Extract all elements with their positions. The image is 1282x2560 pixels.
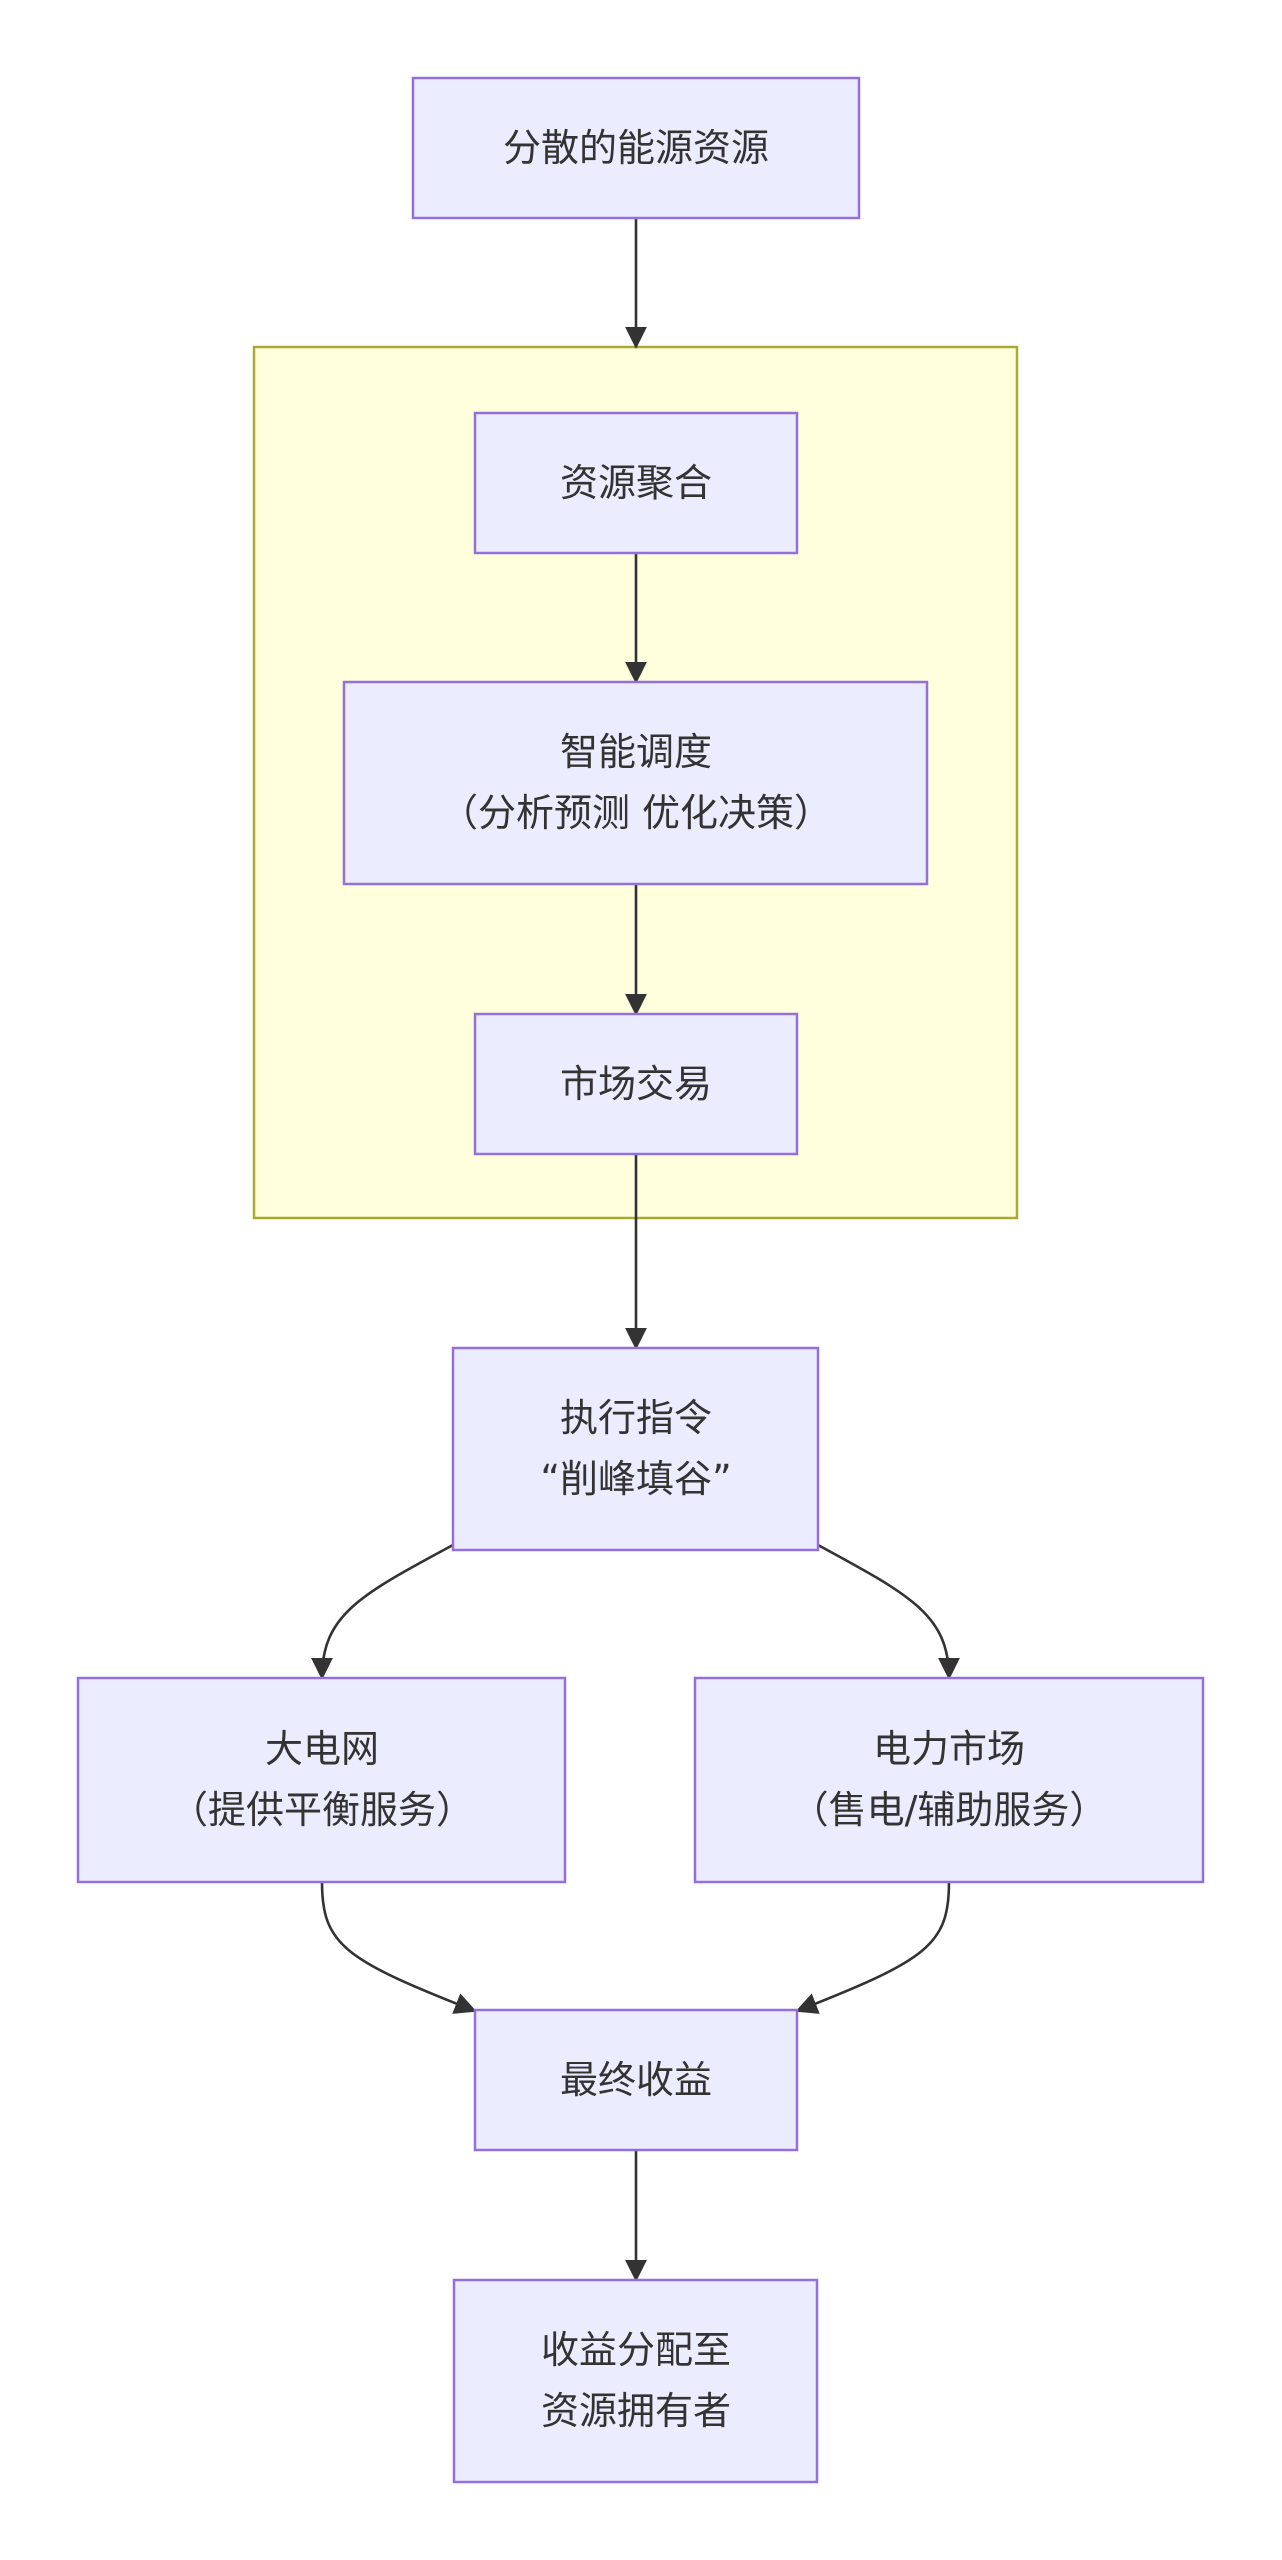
node-execute-command: 执行指令 “削峰填谷” bbox=[451, 1346, 820, 1552]
node-revenue-distribution-label-line2: 资源拥有者 bbox=[541, 2389, 731, 2433]
edge-grid-to-revenue bbox=[320, 1881, 477, 2014]
edge-execute-to-grid bbox=[311, 1543, 454, 1680]
node-revenue-distribution: 收益分配至 资源拥有者 bbox=[452, 2278, 819, 2484]
edge-market-to-revenue bbox=[795, 1881, 951, 2014]
node-smart-dispatch: 智能调度 （分析预测 优化决策） bbox=[342, 680, 929, 886]
node-main-grid: 大电网 （提供平衡服务） bbox=[76, 1676, 567, 1884]
node-market-trading-label: 市场交易 bbox=[560, 1062, 712, 1106]
node-main-grid-label-line1: 大电网 bbox=[265, 1727, 379, 1771]
node-power-market-label-line1: 电力市场 bbox=[873, 1727, 1025, 1771]
node-final-revenue-label: 最终收益 bbox=[560, 2058, 712, 2102]
node-execute-command-label-line1: 执行指令 bbox=[560, 1396, 712, 1440]
node-main-grid-label-line2: （提供平衡服务） bbox=[170, 1788, 474, 1832]
edge-execute-to-market bbox=[817, 1543, 960, 1680]
node-final-revenue: 最终收益 bbox=[473, 2008, 799, 2152]
node-resource-aggregation: 资源聚合 bbox=[473, 411, 799, 555]
node-market-trading: 市场交易 bbox=[473, 1012, 799, 1156]
node-distributed-resources-label: 分散的能源资源 bbox=[503, 126, 769, 170]
node-distributed-resources: 分散的能源资源 bbox=[411, 76, 861, 220]
node-execute-command-label-line2: “削峰填谷” bbox=[540, 1457, 731, 1501]
node-smart-dispatch-label-line2: （分析预测 优化决策） bbox=[440, 791, 832, 835]
node-resource-aggregation-label: 资源聚合 bbox=[560, 461, 712, 505]
node-power-market-label-line2: （售电/辅助服务） bbox=[791, 1788, 1108, 1832]
node-smart-dispatch-label-line1: 智能调度 bbox=[560, 730, 712, 774]
node-revenue-distribution-label-line1: 收益分配至 bbox=[541, 2328, 731, 2372]
node-power-market: 电力市场 （售电/辅助服务） bbox=[693, 1676, 1205, 1884]
